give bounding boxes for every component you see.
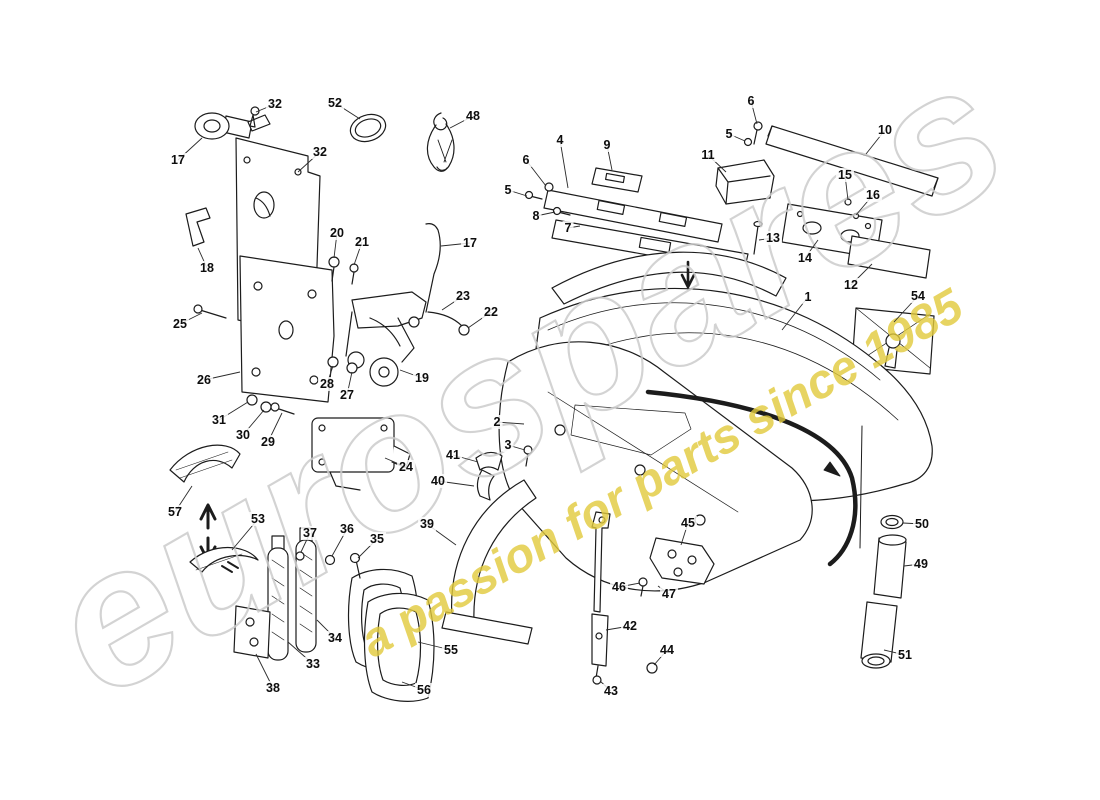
check-straps-art [267,527,317,661]
small-latch-art [475,451,503,501]
latch-mechanism-art [345,291,427,387]
gasket-art [349,113,387,143]
striker-plate-art [851,307,935,375]
bracket-18-art [185,207,211,247]
damper-rod-art [591,511,658,685]
gas-strut-art [860,514,907,669]
inner-panel-art [498,341,813,592]
arrow-down-art [680,260,696,289]
wire-clip-art [426,112,455,172]
release-cable-art [645,389,858,567]
hinge-gates-art [347,568,435,702]
rod-art [425,223,441,313]
lock-cylinder-art [194,106,271,140]
spring-plate-art [189,546,259,573]
link-art [427,311,463,327]
lid-lip-art [551,251,787,305]
gooseneck-hinge-art [441,479,537,645]
hinge-bracket-art [649,537,715,585]
